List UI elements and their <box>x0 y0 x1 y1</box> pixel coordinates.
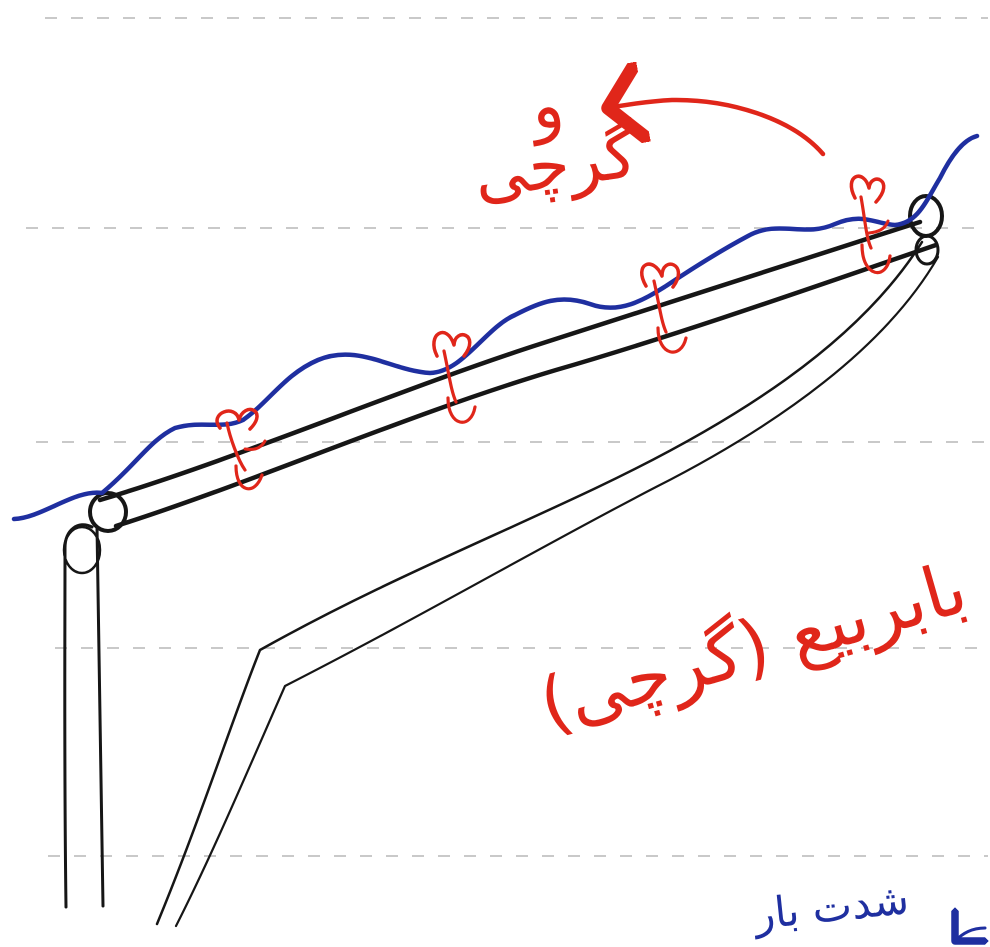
inclined-rod <box>90 196 942 531</box>
tie-knots <box>217 176 890 489</box>
main-annotation-text: بابربیع (گرچی) <box>530 545 976 748</box>
text-annotations: وگرچی بابربیع (گرچی) شدت بار <box>460 56 976 939</box>
annotation-arrows <box>608 100 985 941</box>
load-intensity-arrow <box>955 928 985 941</box>
support-frame <box>64 242 938 926</box>
top-annotation-arrow <box>608 100 823 154</box>
top-annotation-text: وگرچی <box>460 56 642 214</box>
bottom-annotation-text: شدت بار <box>750 874 911 939</box>
